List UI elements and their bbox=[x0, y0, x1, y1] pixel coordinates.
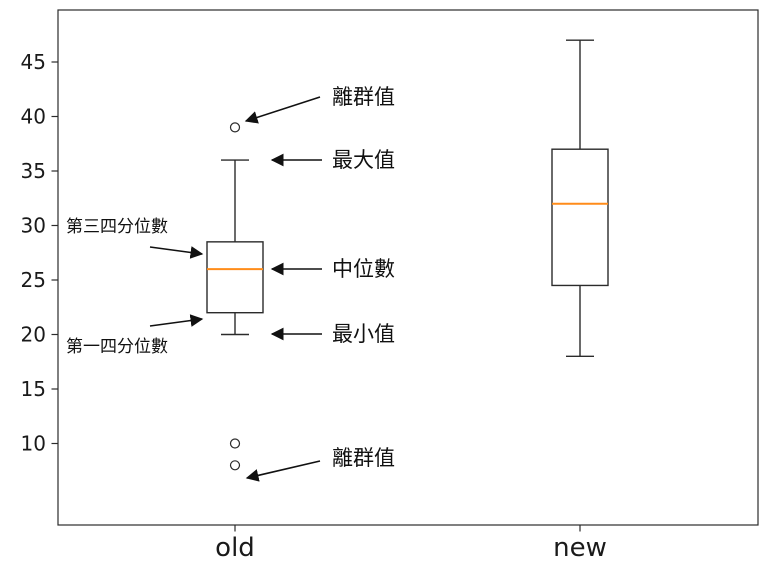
annotation-label-maximum: 最大值 bbox=[332, 148, 395, 172]
annotation-label-third-quartile: 第三四分位數 bbox=[66, 217, 168, 237]
annotation-label-median: 中位數 bbox=[332, 257, 395, 281]
y-axis-tick-label: 30 bbox=[21, 214, 46, 238]
plot-frame bbox=[57, 9, 759, 526]
y-axis-tick-label: 15 bbox=[21, 377, 46, 401]
outlier-point-old bbox=[229, 460, 241, 471]
y-axis-tick-label: 35 bbox=[21, 159, 46, 183]
annotation-label-outlier-bottom: 離群值 bbox=[332, 446, 395, 470]
annotation-arrow-first-quartile bbox=[149, 314, 204, 327]
box-new bbox=[551, 148, 609, 287]
annotation-arrow-outlier-top bbox=[244, 96, 321, 124]
x-axis-category-label: new bbox=[553, 533, 607, 563]
y-axis-tick-label: 40 bbox=[21, 105, 46, 129]
annotation-label-outlier-top: 離群值 bbox=[332, 85, 395, 109]
box-old bbox=[206, 241, 264, 314]
x-axis-category-label: old bbox=[215, 533, 255, 563]
annotation-arrow-outlier-bottom bbox=[245, 460, 321, 482]
annotation-label-minimum: 最小值 bbox=[332, 322, 395, 346]
annotation-label-first-quartile: 第一四分位數 bbox=[66, 337, 168, 357]
y-axis-tick-label: 45 bbox=[21, 50, 46, 74]
y-axis-tick-label: 25 bbox=[21, 268, 46, 292]
outlier-point-old bbox=[229, 438, 241, 449]
y-axis-tick-label: 20 bbox=[21, 323, 46, 347]
y-axis-tick-label: 10 bbox=[21, 432, 46, 456]
annotation-arrow-third-quartile bbox=[149, 246, 204, 259]
outlier-point-old bbox=[229, 122, 241, 133]
